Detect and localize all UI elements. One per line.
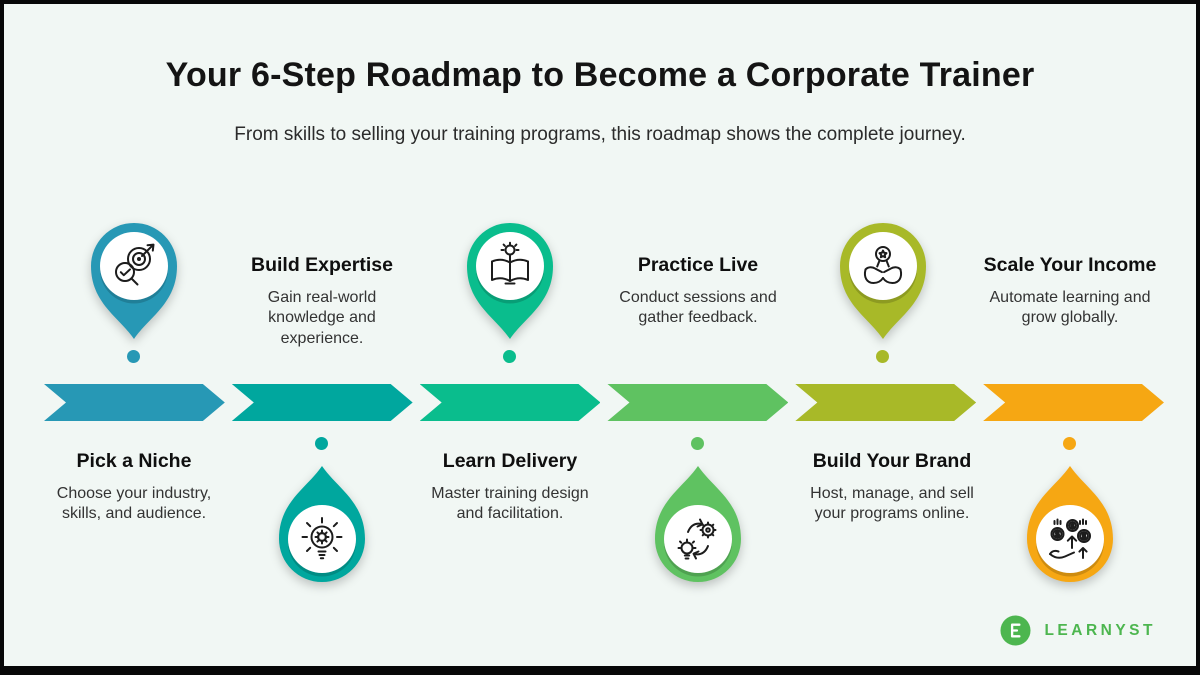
timeline-dot [691, 437, 704, 450]
step-description: Choose your industry, skills, and audien… [56, 485, 212, 523]
arrow-segment-2 [232, 384, 413, 421]
arrow-segment-1 [44, 384, 225, 421]
process-iteration-icon [655, 466, 741, 583]
page-subtitle: From skills to selling your training pro… [234, 124, 966, 145]
roadmap-arrow-band [44, 384, 1164, 421]
brand-logo: LEARNYST [1000, 615, 1156, 646]
page-title: Your 6-Step Roadmap to Become a Corporat… [165, 56, 1035, 94]
step-description: Conduct sessions and gather feedback. [619, 289, 777, 327]
brand-name: LEARNYST [1044, 621, 1156, 639]
step-title: Practice Live [637, 254, 759, 276]
timeline-dot [503, 350, 516, 363]
timeline-dot [1063, 437, 1076, 450]
arrow-segment-6 [983, 384, 1164, 421]
arrow-segment-5 [795, 384, 976, 421]
svg-text:$: $ [1082, 533, 1086, 541]
step-text: Practice Live Conduct sessions and gathe… [603, 254, 793, 329]
step-description: Host, manage, and sell your programs onl… [810, 485, 974, 523]
target-search-icon [91, 222, 177, 339]
step-title: Build Expertise [251, 254, 393, 276]
step-description: Automate learning and grow globally. [989, 289, 1151, 327]
arrow-segment-4 [607, 384, 788, 421]
svg-text:$: $ [1071, 522, 1075, 530]
step-description: Gain real-world knowledge and experience… [267, 289, 377, 347]
step-description: Master training design and facilitation. [431, 485, 589, 523]
timeline-dot [127, 350, 140, 363]
step-text: Scale Your Income Automate learning and … [975, 254, 1165, 329]
step-title: Scale Your Income [983, 254, 1157, 276]
income-growth-icon: $ $ $ [1027, 466, 1113, 583]
step-text: Learn Delivery Master training design an… [415, 450, 605, 525]
step-title: Learn Delivery [442, 450, 578, 472]
timeline-dot [876, 350, 889, 363]
timeline-dot [315, 437, 328, 450]
step-text: Pick a Niche Choose your industry, skill… [39, 450, 229, 525]
step-title: Pick a Niche [76, 450, 192, 472]
step-text: Build Expertise Gain real-world knowledg… [227, 254, 417, 349]
learnyst-logo-icon [1000, 615, 1031, 646]
svg-text:$: $ [1055, 531, 1059, 539]
step-title: Build Your Brand [812, 450, 972, 472]
award-hands-icon [840, 222, 926, 339]
arrow-segment-3 [420, 384, 601, 421]
lightbulb-gear-icon [279, 466, 365, 583]
open-book-bulb-icon [467, 222, 553, 339]
step-text: Build Your Brand Host, manage, and sell … [797, 450, 987, 525]
